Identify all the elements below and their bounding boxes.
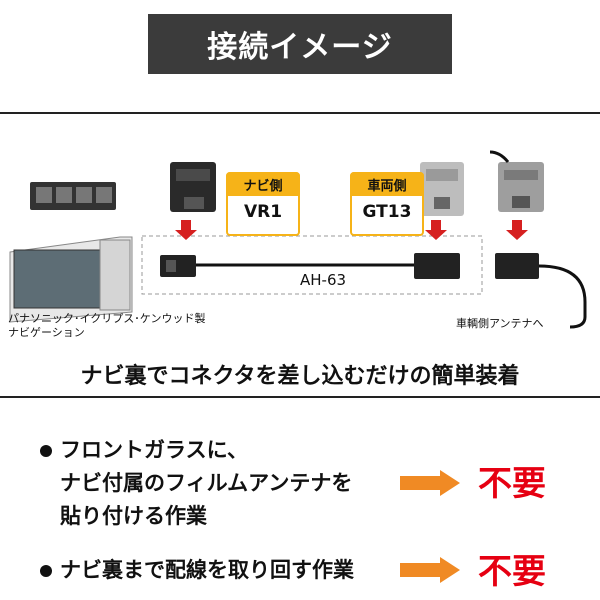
bullet-icon: [40, 565, 52, 577]
arrow-down-icon: [506, 220, 528, 240]
gt13-plug-icon: [420, 162, 464, 216]
benefit-item: フロントガラスに、 ナビ付属のフィルムアンテナを 貼り付ける作業: [40, 434, 352, 533]
arrow-right-icon: [400, 470, 460, 496]
benefit-line: 貼り付ける作業: [60, 504, 207, 528]
result-label: 不要: [478, 552, 546, 592]
vehicle-antenna-connector-icon: [495, 253, 587, 329]
divider-bottom: [0, 396, 600, 398]
bullet-icon: [40, 445, 52, 457]
arrow-down-icon: [425, 220, 447, 240]
gt13-connector-icon: [414, 253, 460, 279]
result-label: 不要: [478, 464, 546, 504]
navi-side-tag: ナビ側 VR1: [226, 172, 300, 236]
connection-diagram: ナビ側 VR1 車両側 GT13 AH-63 パナソニック･イクリプス･ケンウッ…: [0, 112, 600, 362]
vehicle-side-label: 車両側: [350, 172, 424, 196]
benefit-item: ナビ裏まで配線を取り回す作業: [40, 554, 354, 587]
benefit-line: ナビ裏まで配線を取り回す作業: [60, 558, 354, 582]
arrow-down-icon: [175, 220, 197, 240]
vehicle-side-tag: 車両側 GT13: [350, 172, 424, 236]
brands-label-line2: ナビゲーション: [8, 326, 85, 339]
headline: ナビ裏でコネクタを差し込むだけの簡単装着: [80, 364, 520, 389]
benefit-line: ナビ付属のフィルムアンテナを: [60, 471, 353, 495]
antenna-plug-icon: [489, 150, 544, 212]
brands-label-line1: パナソニック･イクリプス･ケンウッド製: [8, 312, 206, 325]
vehicle-side-value: GT13: [362, 202, 412, 222]
vr1-plug-icon: [170, 162, 216, 212]
antenna-label: 車輌側アンテナへ: [456, 317, 544, 330]
navigation-unit-icon: [9, 236, 133, 323]
benefit-line: フロントガラスに、: [60, 438, 248, 462]
navi-side-label: ナビ側: [226, 172, 300, 196]
navi-side-value: VR1: [243, 202, 283, 222]
cable-label: AH-63: [300, 271, 347, 289]
divider-top: [0, 112, 600, 114]
navi-connector-strip-icon: [30, 182, 116, 210]
cable-kit-dashed-box: [141, 235, 483, 295]
vr1-connector-icon: [160, 255, 196, 277]
arrow-right-icon: [400, 557, 460, 583]
page-title: 接続イメージ: [148, 14, 452, 74]
